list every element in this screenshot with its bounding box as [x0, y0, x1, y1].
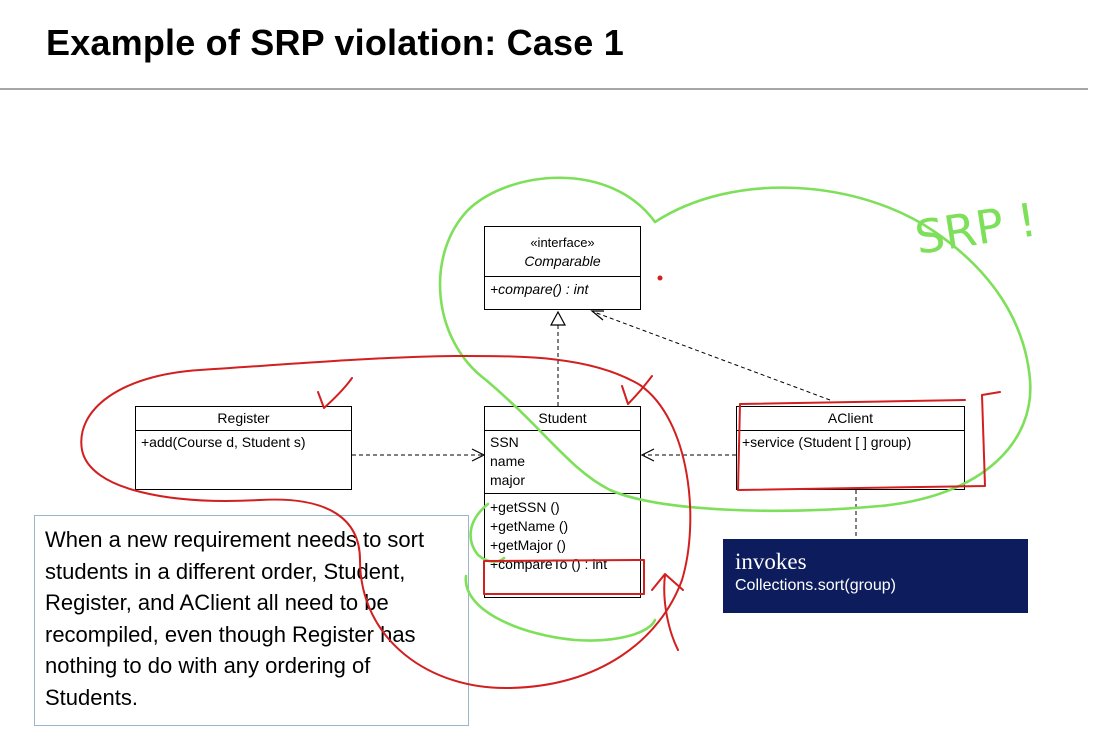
invokes-heading: invokes: [735, 549, 807, 574]
comparable-stereotype: «interface»: [530, 235, 595, 250]
green-compareto-hook: [469, 502, 506, 564]
green-lower-curve: [464, 574, 657, 642]
red-compareto-box: [483, 559, 645, 595]
comparable-header: «interface» Comparable: [485, 227, 640, 277]
aclient-class-box: AClient +service (Student [ ] group): [736, 406, 965, 490]
invokes-callout: invokes Collections.sort(group): [723, 539, 1028, 613]
red-aclient-box: [737, 391, 1001, 491]
student-attributes: SSN name major: [485, 431, 640, 493]
aclient-method: +service (Student [ ] group): [742, 434, 912, 450]
red-upward-arrow: [651, 573, 684, 651]
student-method: +getMajor (): [490, 537, 566, 553]
register-class-box: Register +add(Course d, Student s): [135, 406, 352, 490]
red-ink-dot: [657, 275, 663, 281]
student-class-box: Student SSN name major +getSSN () +getNa…: [484, 406, 641, 598]
red-checkmark-register: [317, 377, 353, 409]
comparable-interface-box: «interface» Comparable +compare() : int: [484, 226, 641, 310]
red-checkmark-student: [621, 375, 653, 405]
student-method: +getName (): [490, 518, 569, 534]
student-attribute: major: [490, 472, 526, 488]
realization-arrowhead: [549, 310, 567, 326]
aclient-name: AClient: [737, 407, 964, 431]
aclient-open-arrowhead: [640, 448, 655, 462]
comparable-method: +compare() : int: [490, 281, 589, 297]
title-divider: [0, 88, 1088, 90]
slide-title: Example of SRP violation: Case 1: [46, 22, 624, 63]
explanation-note: When a new requirement needs to sort stu…: [34, 515, 469, 726]
student-method: +getSSN (): [490, 499, 560, 515]
comparable-name: Comparable: [524, 253, 601, 269]
invokes-code: Collections.sort(group): [735, 577, 896, 594]
register-method: +add(Course d, Student s): [141, 434, 306, 450]
student-name: Student: [485, 407, 640, 431]
register-name: Register: [136, 407, 351, 431]
red-register-student-loop: [80, 354, 692, 690]
srp-handwritten-label: SRP !: [911, 192, 1040, 264]
student-attribute: name: [490, 453, 526, 469]
student-attribute: SSN: [490, 434, 519, 450]
green-srp-loop: [438, 176, 1032, 513]
comparable-open-arrowhead: [590, 310, 604, 321]
